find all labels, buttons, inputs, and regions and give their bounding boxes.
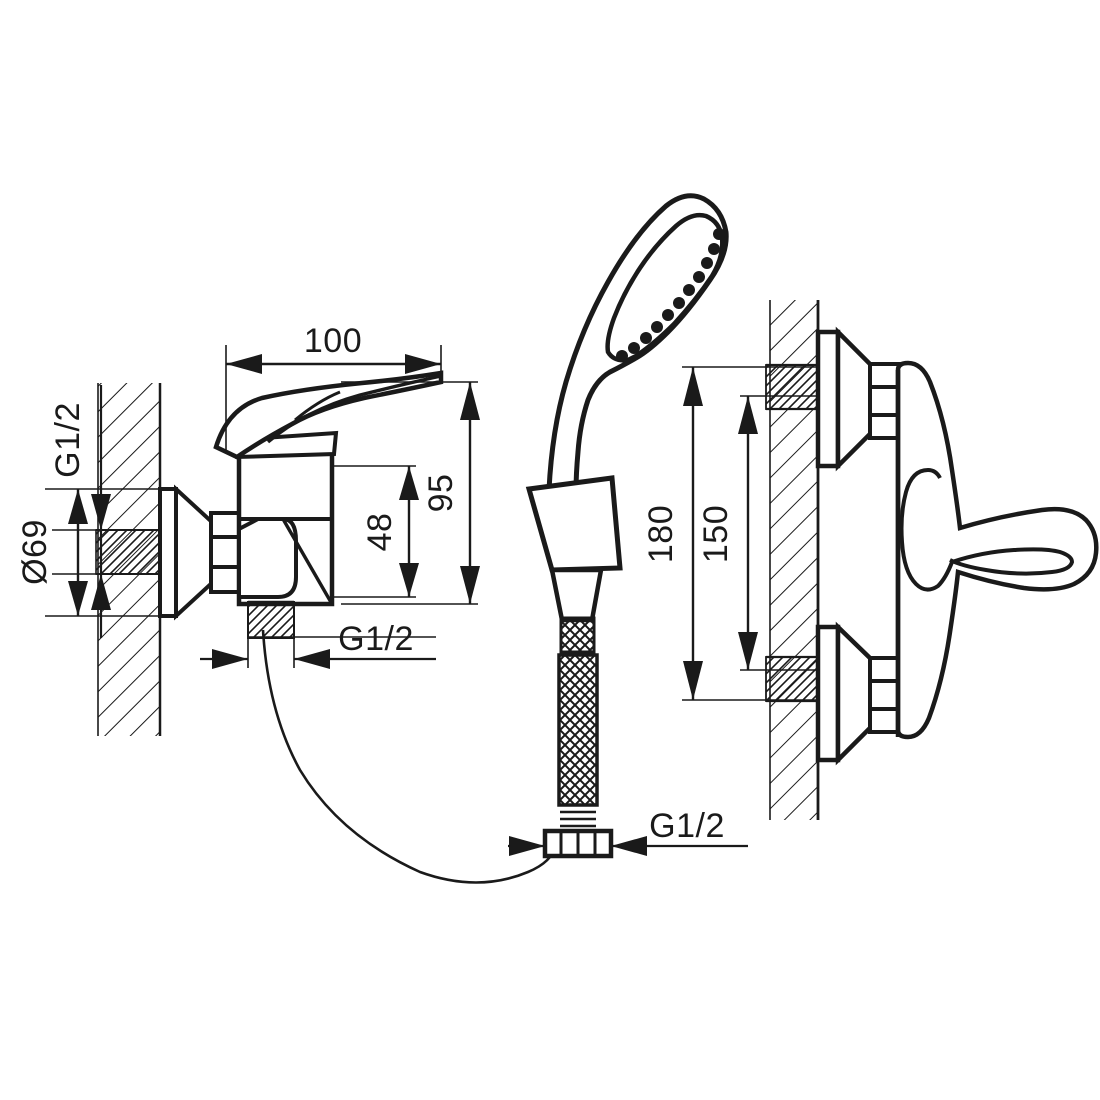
dimension-label-d69: Ø69 <box>16 519 54 585</box>
dimension-label-g12-wall: G1/2 <box>49 402 87 478</box>
dimension-150: 150 <box>697 395 820 671</box>
hex-nut-upper-right <box>868 362 902 440</box>
dimension-95: 95 <box>341 381 480 605</box>
dimension-label-g12-hose: G1/2 <box>649 807 725 845</box>
dimension-g12-outlet: G1/2 <box>200 620 436 669</box>
outlet-thread-left <box>247 600 295 639</box>
dimension-label-100: 100 <box>304 322 362 360</box>
dimension-label-48: 48 <box>361 513 399 552</box>
mixer-body-right <box>895 360 1099 740</box>
dimension-48: 48 <box>332 465 419 598</box>
dimension-g12-wall: G1/2 <box>49 385 111 638</box>
wall-inlet-thread-left <box>95 529 161 575</box>
dimension-label-g12-outlet: G1/2 <box>338 620 414 658</box>
mixer-body-left <box>236 449 335 607</box>
dimension-180: 180 <box>642 366 820 701</box>
dimension-label-180: 180 <box>642 505 680 563</box>
hand-shower-with-hose: G1/2 <box>508 193 748 859</box>
shower-nozzles <box>616 228 725 362</box>
dimension-100: 100 <box>225 322 442 452</box>
wall-inlet-thread-lower <box>765 655 821 703</box>
side-view-mixer: 100 95 48 Ø69 <box>16 322 558 884</box>
shower-head <box>546 193 729 495</box>
shower-holder-bracket <box>525 475 623 573</box>
front-view-mixer: 180 150 <box>642 300 1099 820</box>
dimension-label-150: 150 <box>697 505 735 563</box>
hose-union-nut <box>542 828 614 859</box>
dimension-label-95: 95 <box>422 474 460 513</box>
escutcheon-flange-left <box>158 484 215 621</box>
hose-curve-left <box>261 629 558 884</box>
hex-nut-left <box>209 511 243 594</box>
hose-cone-connector <box>549 567 604 623</box>
hose-braid-main <box>557 653 599 828</box>
hose-ferrule <box>559 803 597 828</box>
escutcheon-upper-right <box>815 326 875 472</box>
dimension-g12-hose: G1/2 <box>508 807 748 856</box>
wall-inlet-thread-upper <box>765 363 821 411</box>
dimension-d69: Ø69 <box>16 488 162 617</box>
hose-braid-upper <box>559 616 596 654</box>
hex-nut-lower-right <box>868 656 902 734</box>
